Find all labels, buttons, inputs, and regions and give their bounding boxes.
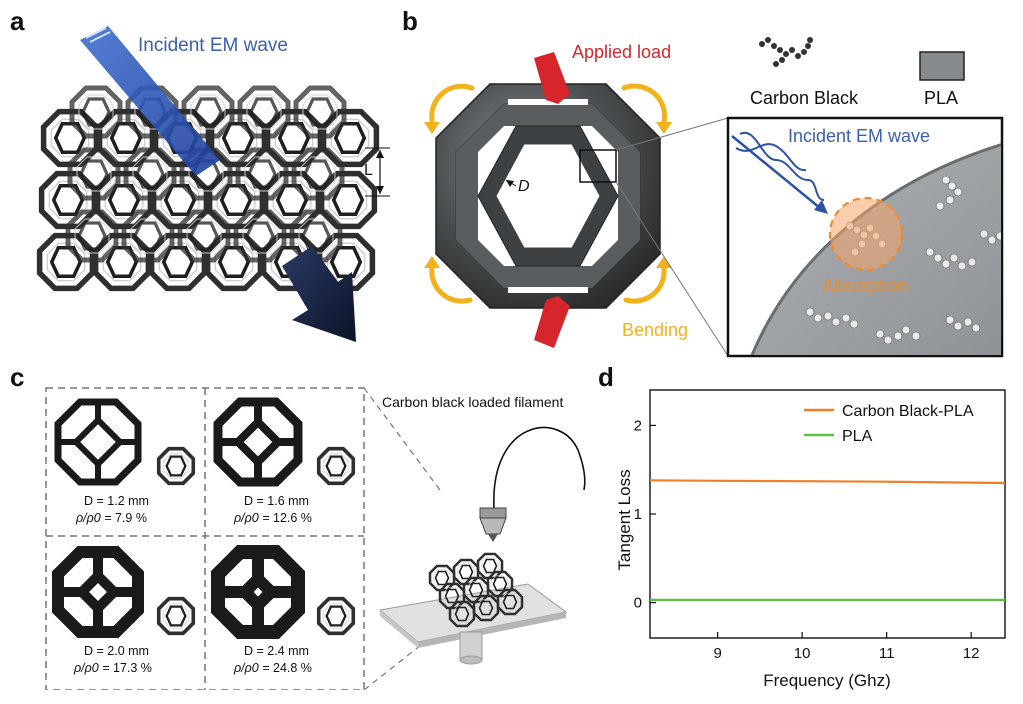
y-tick-label: 0 [634, 595, 642, 612]
cell-variant-4 [211, 545, 305, 639]
legend-label: PLA [842, 428, 873, 445]
cell-variant-1 [54, 398, 142, 486]
cell-variant-2 [213, 397, 303, 487]
cell-4-density-label: ρ/ρ0 = 24.8 % [234, 661, 312, 675]
bending-arrows [429, 83, 668, 304]
incident-wave-label: Incident EM wave [138, 35, 288, 56]
panel-d-letter: d [598, 362, 614, 392]
x-tick-label: 9 [713, 645, 721, 662]
panel-c: D = 1.2 mm ρ/ρ0 = 7.9 % D = 1.6 mm ρ/ρ0 … [40, 380, 600, 691]
panel-a: Incident EM wave L [20, 20, 390, 360]
truncated-octahedron-cell [435, 83, 661, 309]
unit-cell-illustration [424, 37, 1004, 358]
filament-label: Carbon black loaded filament [382, 394, 564, 410]
fabrication-illustration [45, 387, 586, 691]
cell-1-density-label: ρ/ρ0 = 7.9 % [76, 511, 147, 525]
series-line-carbon-black-pla [649, 479, 1006, 485]
panel-b-letter: b [402, 6, 418, 36]
carbon-black-legend-icon [759, 37, 813, 67]
x-axis-label: Frequency (Ghz) [763, 671, 891, 690]
applied-load-arrows [534, 52, 570, 348]
lattice-block-illustration [20, 26, 390, 342]
cell-2-d-label: D = 1.6 mm [244, 494, 309, 508]
inner-diameter-label: D [518, 178, 530, 195]
x-tick-label: 11 [879, 645, 895, 662]
cell-3-density-label: ρ/ρ0 = 17.3 % [74, 661, 152, 675]
pla-legend-icon [919, 51, 965, 81]
cell-4-d-label: D = 2.4 mm [244, 644, 309, 658]
cell-size-dimension [365, 147, 390, 197]
x-tick-label: 12 [963, 645, 980, 662]
pla-legend-label: PLA [924, 88, 959, 108]
x-tick-label: 10 [794, 645, 811, 662]
cell-2-density-label: ρ/ρ0 = 12.6 % [234, 511, 312, 525]
applied-load-label: Applied load [572, 42, 672, 62]
legend-label: Carbon Black-PLA [842, 403, 974, 420]
panel-a-letter: a [10, 6, 25, 36]
transmitted-wave-arrow [282, 246, 356, 342]
bending-label: Bending [622, 320, 689, 340]
cell-1-d-label: D = 1.2 mm [84, 494, 149, 508]
carbon-black-legend-label: Carbon Black [750, 88, 859, 108]
y-axis-label: Tangent Loss [615, 469, 634, 570]
panel-b: Applied load Bending D Carbon Black PLA … [410, 30, 1010, 360]
panel-c-letter: c [10, 362, 25, 392]
cell-variant-3 [52, 546, 144, 638]
zoom-region [579, 149, 617, 183]
cell-3-d-label: D = 2.0 mm [84, 644, 149, 658]
inset-incident-wave-label: Incident EM wave [788, 126, 931, 146]
printer-illustration [378, 426, 586, 665]
y-tick-label: 1 [634, 506, 642, 523]
cell-size-label: L [364, 162, 373, 179]
incident-wave-arrow [80, 26, 220, 176]
y-tick-label: 2 [634, 417, 642, 434]
absorption-label: Absorption [822, 276, 909, 296]
absorption-inset [726, 116, 1004, 358]
